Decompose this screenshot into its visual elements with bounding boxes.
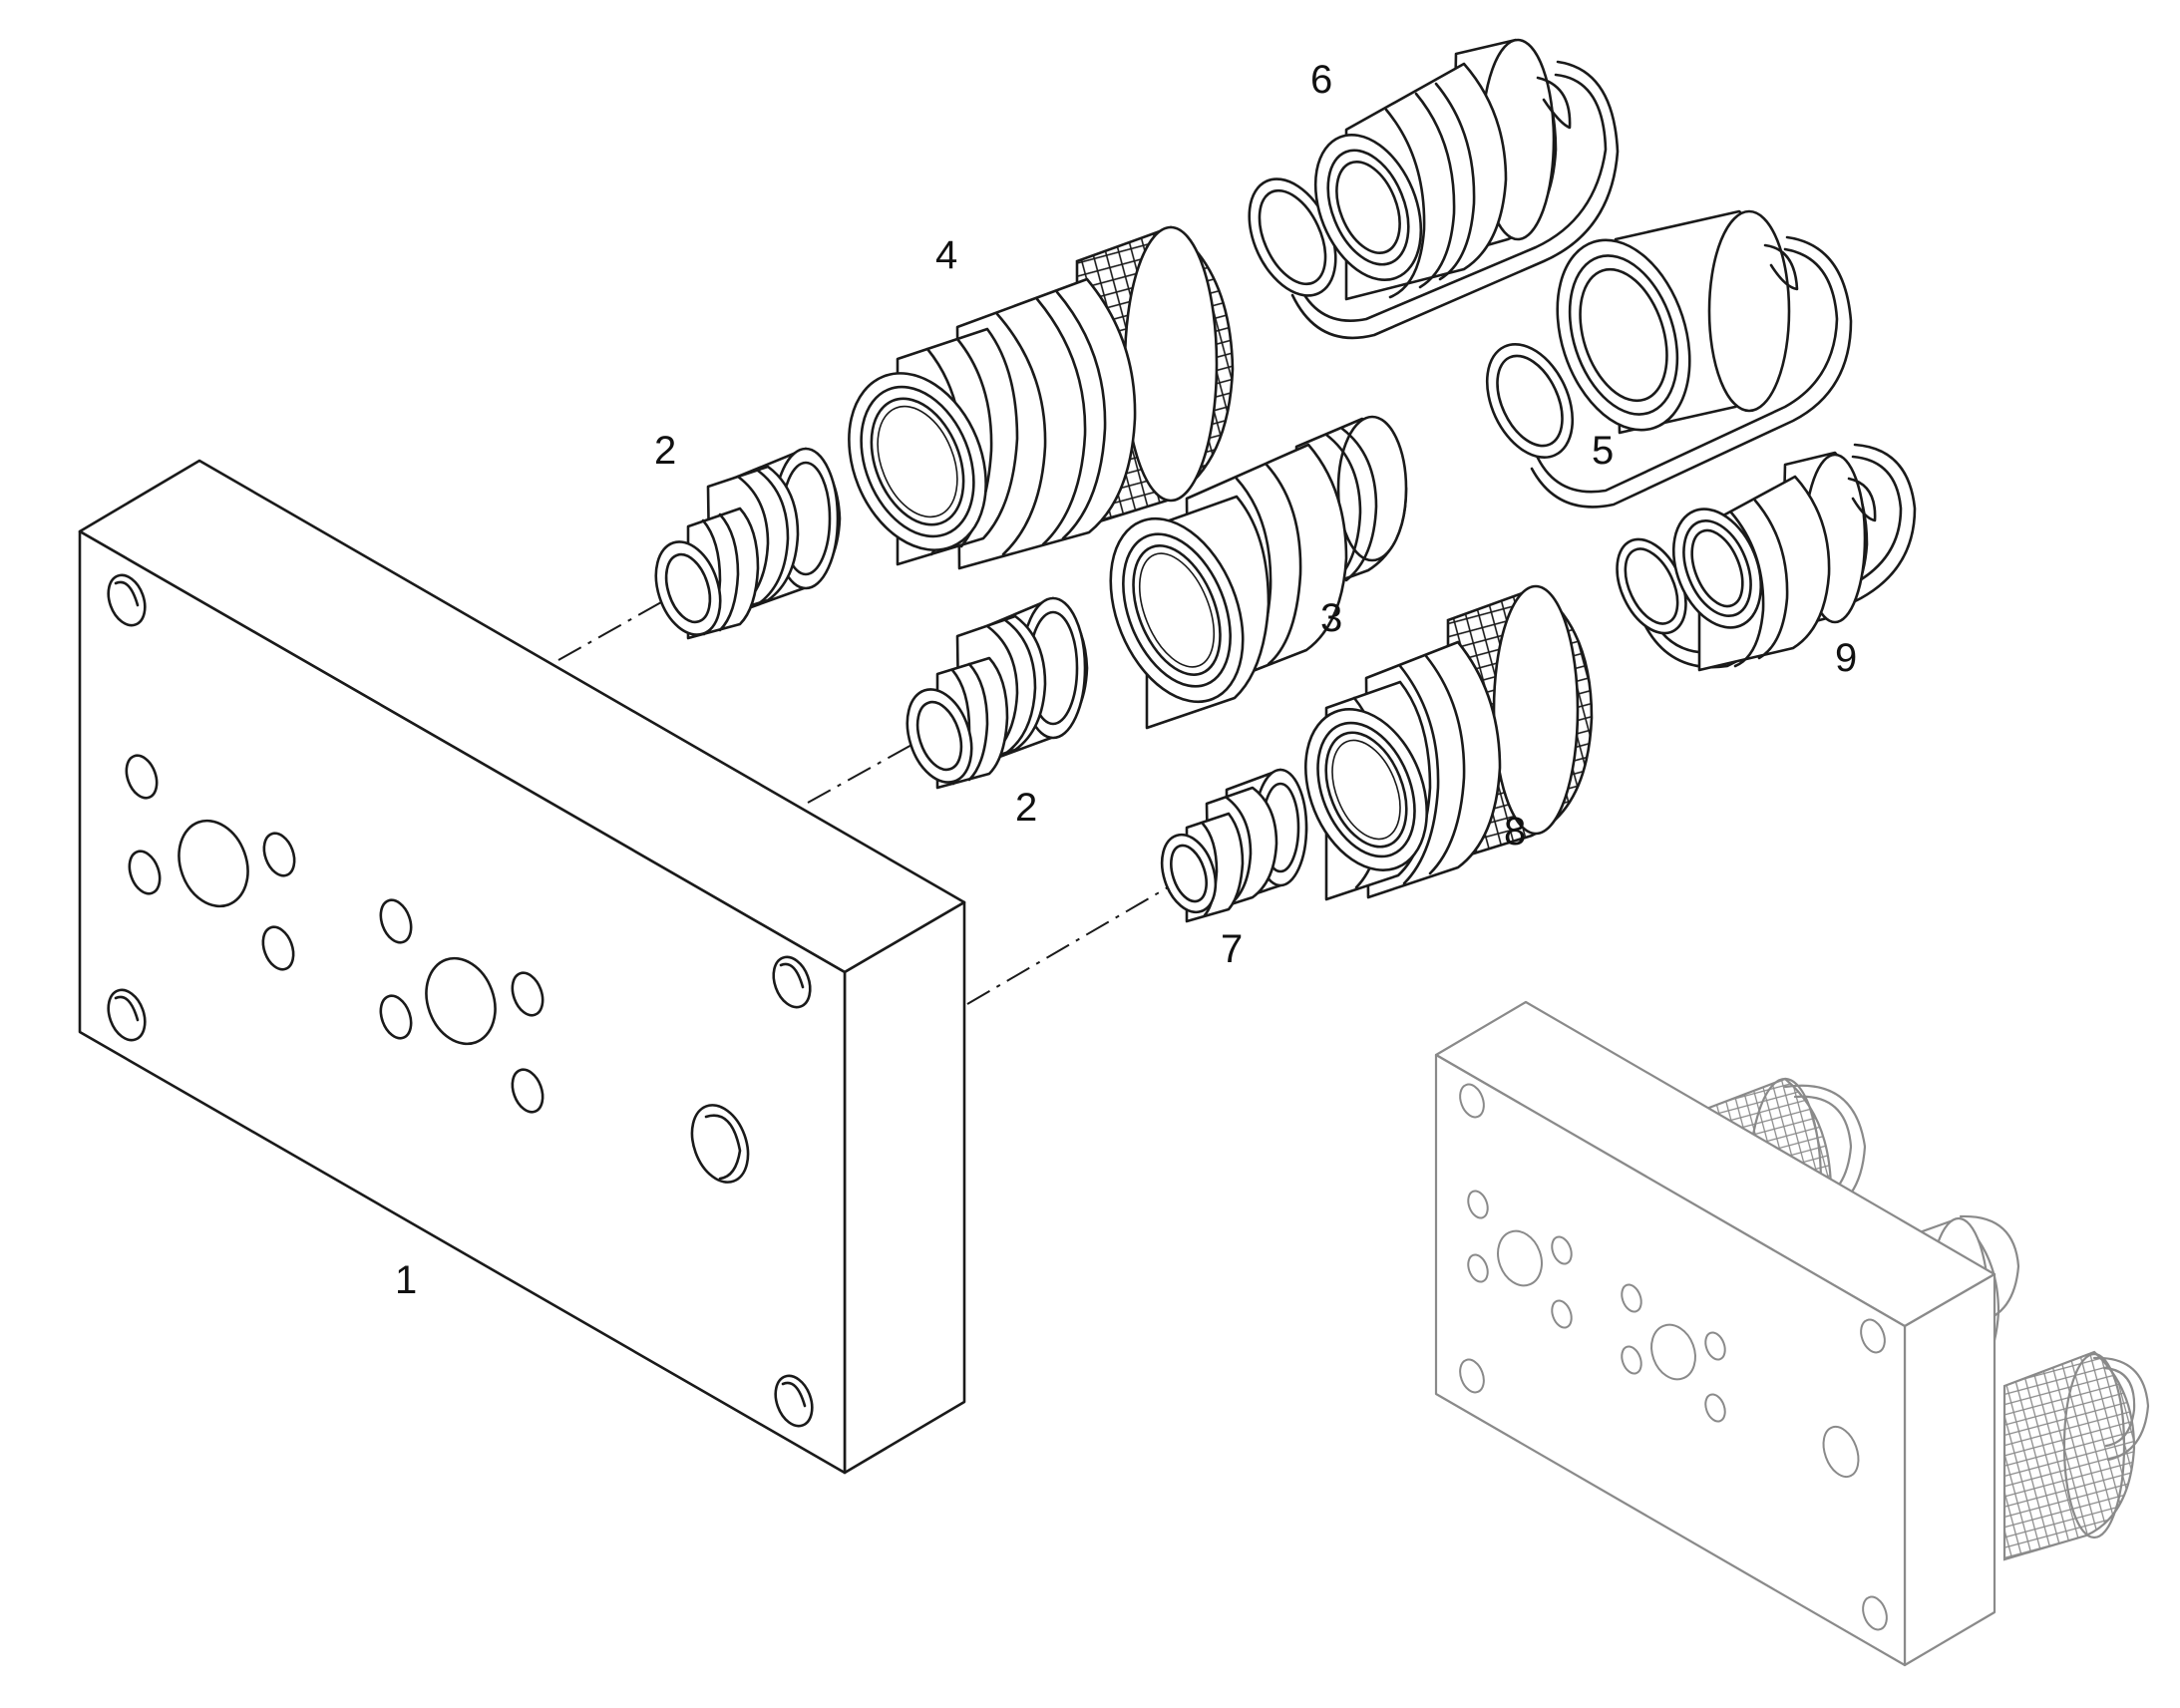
callout-part-2-upper: 2: [654, 429, 677, 473]
coupler-male-plug: [1109, 415, 1408, 730]
callout-part-5: 5: [1592, 429, 1615, 473]
callout-part-1: 1: [395, 1258, 418, 1302]
dust-plug-small: [1616, 443, 1917, 672]
adapter-upper: [654, 447, 842, 640]
coupler-female-small: [1303, 584, 1594, 901]
assembled-view-inset: [1434, 1000, 2150, 1667]
callout-part-2-lower: 2: [1015, 786, 1038, 830]
callout-part-8: 8: [1504, 810, 1527, 854]
callout-part-6: 6: [1310, 58, 1333, 102]
callout-part-7: 7: [1221, 927, 1244, 971]
dust-cap: [1485, 209, 1853, 509]
callout-part-9: 9: [1835, 636, 1858, 680]
callout-part-4: 4: [935, 233, 958, 277]
callout-part-3: 3: [1320, 596, 1343, 640]
coupler-female-large: [848, 225, 1235, 570]
dust-plug-large: [1248, 38, 1620, 340]
adapter-lower: [906, 596, 1089, 790]
adapter-small: [1160, 768, 1308, 923]
manifold-plate: [78, 459, 966, 1475]
